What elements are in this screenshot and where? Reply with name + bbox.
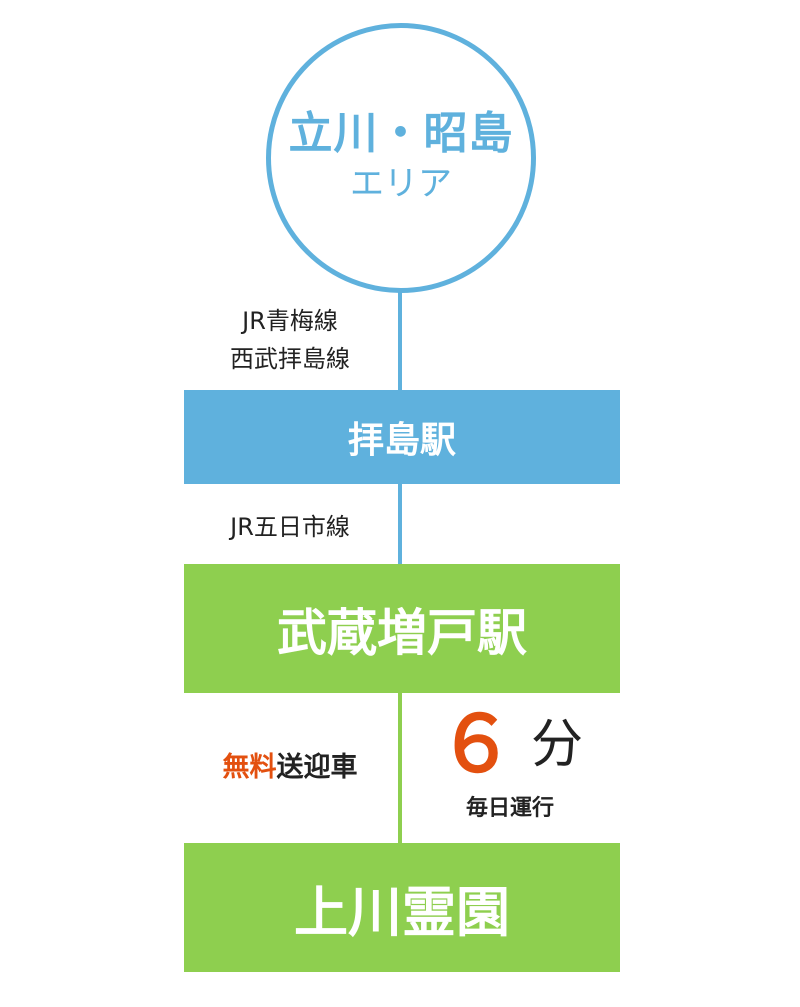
route-line-origin-to-haijima <box>398 288 402 390</box>
station-haijima-label: 拝島駅 <box>347 420 456 461</box>
service-frequency: 毎日運行 <box>465 796 554 821</box>
route-line-haijima-to-musashi <box>398 484 402 564</box>
destination-cemetery: 上川霊園 <box>184 843 620 972</box>
route-line-name: JR青梅線 <box>242 307 338 335</box>
route-label-lines-2: JR五日市線 <box>200 508 380 546</box>
station-haijima: 拝島駅 <box>184 390 620 484</box>
route-line-name: 西武拝島線 <box>230 345 350 373</box>
destination-label: 上川霊園 <box>294 881 510 944</box>
route-line-name: JR五日市線 <box>230 513 350 541</box>
route-line-musashi-to-cemetery <box>398 693 402 843</box>
origin-area-circle: 立川・昭島 エリア <box>266 23 536 293</box>
origin-area-subtitle: エリア <box>350 164 452 205</box>
shuttle-text: 送迎車 <box>276 752 358 783</box>
duration-unit: 分 <box>531 715 584 775</box>
duration-minutes: ６ <box>436 700 515 790</box>
shuttle-duration: ６ 分 毎日運行 <box>430 706 590 822</box>
free-badge-text: 無料 <box>222 752 277 783</box>
shuttle-label: 無料送迎車 <box>195 745 385 784</box>
route-label-lines-1: JR青梅線 西武拝島線 <box>205 302 375 378</box>
station-musashi-masuko: 武蔵増戸駅 <box>184 564 620 693</box>
station-musashi-masuko-label: 武蔵増戸駅 <box>277 603 527 662</box>
origin-area-title: 立川・昭島 <box>288 107 514 159</box>
